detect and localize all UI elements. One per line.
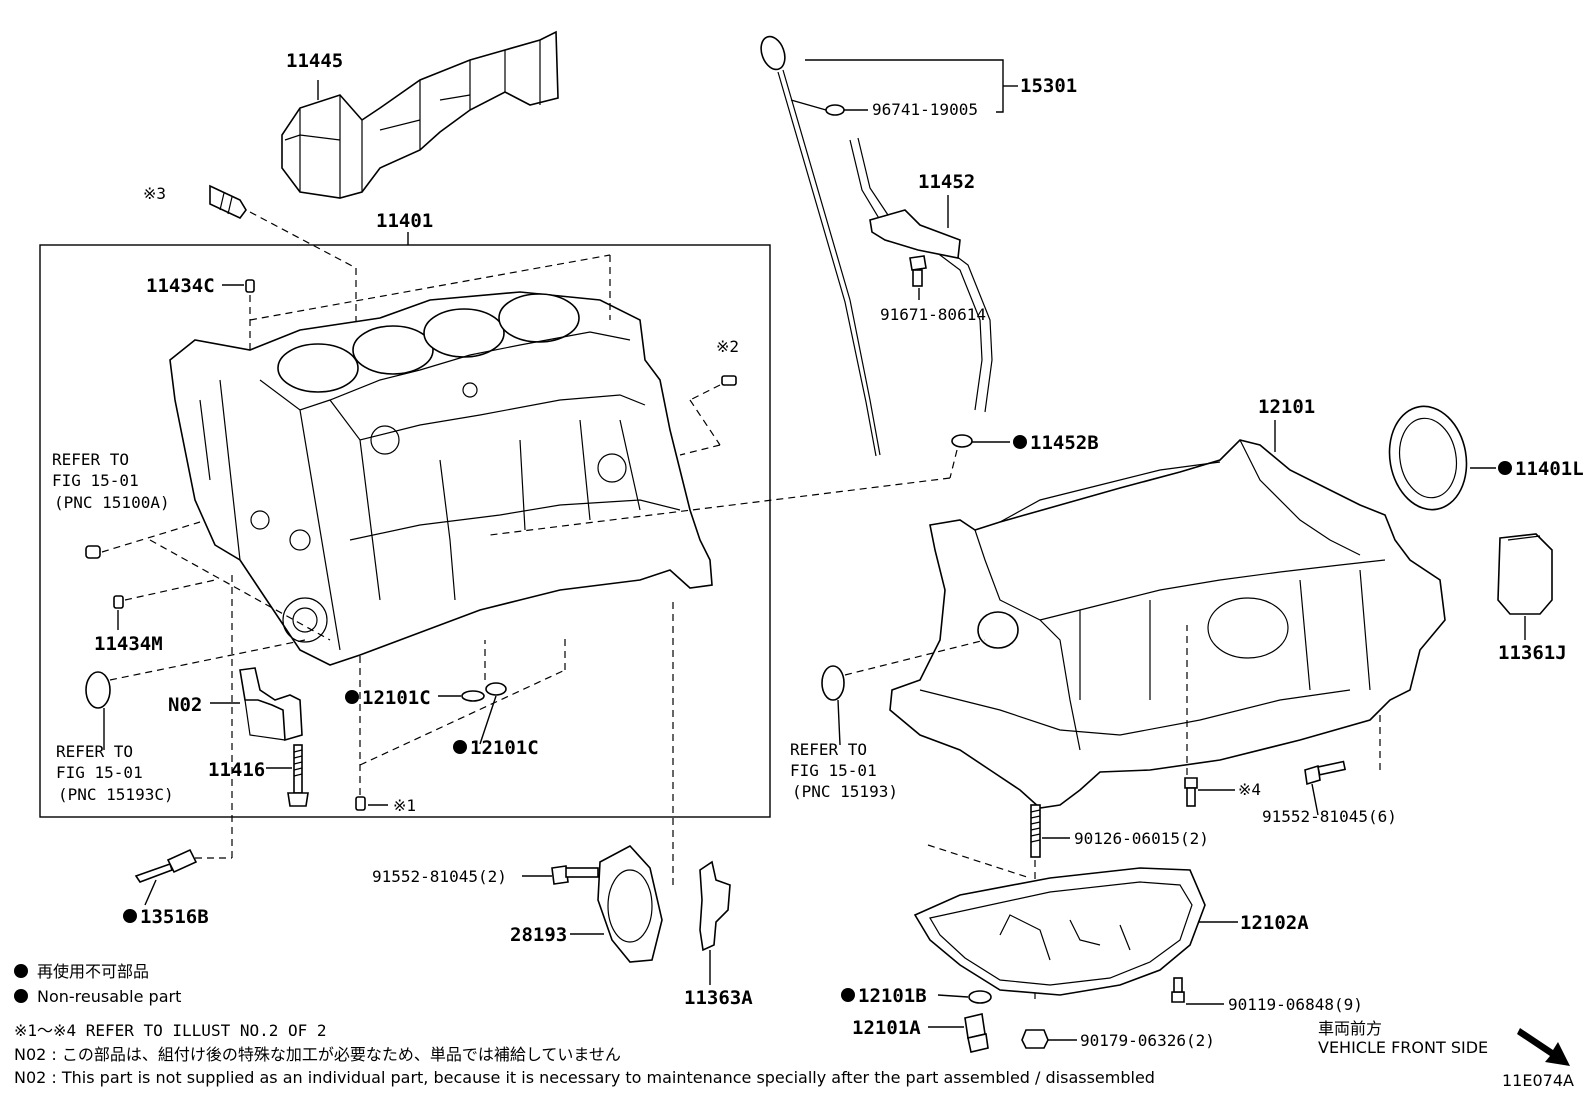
o-ring-11452b xyxy=(951,434,973,448)
label-11401: 11401 xyxy=(376,210,433,232)
bearing-cap-n02 xyxy=(239,667,303,742)
sensor-note3 xyxy=(209,184,247,219)
non-reusable-bullet xyxy=(345,690,359,704)
label-28193: 28193 xyxy=(510,924,567,946)
o-ring-96741 xyxy=(825,104,845,116)
label-note1: ※1 xyxy=(393,796,416,815)
bolt-91552-2 xyxy=(551,865,599,885)
legend-n02-en: N02 : This part is not supplied as an in… xyxy=(14,1068,1155,1087)
o-ring-15193c xyxy=(85,671,111,709)
label-12101: 12101 xyxy=(1258,396,1315,418)
label-11416: 11416 xyxy=(208,759,265,781)
label-11434c: 11434C xyxy=(146,275,215,297)
legend-bullet xyxy=(14,989,28,1003)
insulator-11445 xyxy=(281,30,559,199)
refer-left-line1: REFER TO xyxy=(52,450,129,469)
front-en: VEHICLE FRONT SIDE xyxy=(1318,1038,1488,1057)
refer-left-line2: FIG 15-01 xyxy=(52,471,139,490)
label-note2: ※2 xyxy=(716,337,739,356)
label-15301: 15301 xyxy=(1020,75,1077,97)
refer-left2-line1: REFER TO xyxy=(56,742,133,761)
label-11445: 11445 xyxy=(286,50,343,72)
bolt-11416 xyxy=(287,744,309,807)
o-ring-12101c-1 xyxy=(461,690,485,702)
label-12101b: 12101B xyxy=(858,985,927,1007)
drain-plug-12101a xyxy=(964,1013,989,1053)
label-12101c-1: 12101C xyxy=(362,687,431,709)
oil-seal-11401l xyxy=(1388,405,1468,511)
pin-note1 xyxy=(355,796,366,811)
non-reusable-bullet xyxy=(1013,435,1027,449)
guide-tube-11452 xyxy=(849,137,993,413)
non-reusable-bullet xyxy=(123,909,137,923)
label-12101a: 12101A xyxy=(852,1017,921,1039)
label-11363a: 11363A xyxy=(684,987,753,1009)
label-90126: 90126-06015(2) xyxy=(1074,829,1209,848)
label-11434m: 11434M xyxy=(94,633,163,655)
label-13516b: 13516B xyxy=(140,906,209,928)
stud-90126 xyxy=(1030,804,1041,858)
label-note4: ※4 xyxy=(1238,780,1261,799)
label-12102a: 12102A xyxy=(1240,912,1309,934)
bolt-90119 xyxy=(1171,977,1185,1003)
sensor-13516b xyxy=(134,848,198,883)
bolt-91671 xyxy=(909,255,927,287)
non-reusable-bullet xyxy=(841,988,855,1002)
label-90179: 90179-06326(2) xyxy=(1080,1031,1215,1050)
label-11452b: 11452B xyxy=(1030,432,1099,454)
gasket-12101b xyxy=(968,990,992,1004)
illustration-id: 11E074A xyxy=(1502,1071,1574,1090)
oil-pan-upper-12101 xyxy=(889,439,1446,809)
label-note3: ※3 xyxy=(143,184,166,203)
label-91671: 91671-80614 xyxy=(880,305,986,324)
pin-15100a xyxy=(85,545,101,559)
label-91552-6: 91552-81045(6) xyxy=(1262,807,1397,826)
oil-pan-lower-12102a xyxy=(913,867,1206,996)
refer-right-line2: FIG 15-01 xyxy=(790,761,877,780)
o-ring-12101c-2 xyxy=(485,682,507,696)
front-arrow-icon xyxy=(1517,1028,1570,1066)
label-11452: 11452 xyxy=(918,171,975,193)
cylinder-block-group-frame xyxy=(39,244,771,818)
legend-jp: 再使用不可部品 xyxy=(37,962,149,981)
pin-11434m xyxy=(113,595,124,609)
refer-right-line3: (PNC 15193) xyxy=(792,782,898,801)
legend-en: Non-reusable part xyxy=(37,987,181,1006)
label-n02: N02 xyxy=(168,694,202,716)
bracket-11363a xyxy=(699,860,731,952)
bolt-note4 xyxy=(1184,777,1198,807)
legend-ref-note: ※1～※4 REFER TO ILLUST NO.2 OF 2 xyxy=(14,1021,327,1040)
label-11361j: 11361J xyxy=(1498,642,1567,664)
gasket-28193 xyxy=(597,845,663,963)
non-reusable-bullet xyxy=(453,740,467,754)
legend-bullet xyxy=(14,964,28,978)
bolt-91552-6 xyxy=(1304,760,1347,786)
label-96741: 96741-19005 xyxy=(872,100,978,119)
non-reusable-bullet xyxy=(1498,461,1512,475)
pin-note2 xyxy=(721,375,737,386)
label-91552-2: 91552-81045(2) xyxy=(372,867,507,886)
label-11401l: 11401L xyxy=(1515,458,1584,480)
refer-left2-line2: FIG 15-01 xyxy=(56,763,143,782)
dipstick-15301 xyxy=(760,35,881,457)
cover-11361j xyxy=(1497,533,1553,615)
legend-n02-jp: N02 : この部品は、組付け後の特殊な加工が必要なため、単品では補給していませ… xyxy=(14,1045,621,1064)
refer-left-line3: (PNC 15100A) xyxy=(54,493,170,512)
refer-left2-line3: (PNC 15193C) xyxy=(58,785,174,804)
refer-right-line1: REFER TO xyxy=(790,740,867,759)
nut-90179 xyxy=(1021,1029,1049,1049)
pin-11434c xyxy=(245,279,255,293)
cylinder-block xyxy=(169,291,713,666)
label-90119: 90119-06848(9) xyxy=(1228,995,1363,1014)
label-12101c-2: 12101C xyxy=(470,737,539,759)
front-jp: 車両前方 xyxy=(1318,1019,1382,1038)
o-ring-15193 xyxy=(821,665,845,701)
